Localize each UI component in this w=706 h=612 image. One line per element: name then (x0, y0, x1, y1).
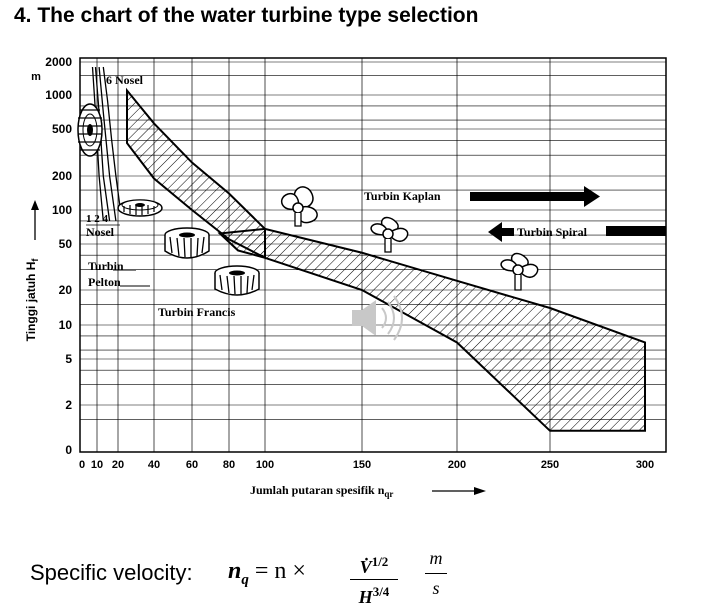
chart-annotations: 6 Nosel 1 2 4 Nosel Turbin Pelton Turbin… (86, 73, 588, 319)
formula-lhs: nq = n × (228, 558, 306, 588)
x-tick-label: 200 (448, 459, 466, 471)
kaplan-propeller-icon (500, 252, 539, 291)
x-tick-label: 40 (148, 459, 160, 471)
nozzle-line-1 (94, 66, 111, 222)
y-axis-unit: m (31, 71, 41, 83)
y-tick-label: 5 (65, 352, 72, 366)
x-tick-label: 80 (223, 459, 235, 471)
kaplan-propeller-icon (370, 216, 409, 253)
annotation-nosel: Nosel (86, 225, 115, 239)
francis-runner-icon (164, 227, 210, 259)
y-tick-label: 10 (59, 318, 73, 332)
formula-label: Specific velocity: (30, 560, 193, 585)
annotation-turbin-francis: Turbin Francis (158, 305, 236, 319)
speaker-icon[interactable] (352, 295, 403, 341)
formula-denominator-exp: 3/4 (372, 584, 390, 599)
annotation-pelton: Pelton (88, 275, 121, 289)
y-tick-label: 2 (65, 398, 72, 412)
y-axis-label: Tinggi jatuh Hf (24, 258, 40, 342)
y-tick-label: 20 (59, 283, 73, 297)
y-tick-label: 100 (52, 203, 72, 217)
y-tick-label: 500 (52, 122, 72, 136)
x-tick-label: 100 (256, 459, 274, 471)
nozzle-line-3 (102, 66, 121, 206)
x-axis-arrowhead (474, 487, 486, 495)
x-tick-label: 60 (186, 459, 198, 471)
x-tick-label: 10 (91, 459, 103, 471)
specific-velocity-formula: Specific velocity: nq = n × V̇1/2 H3/4 m… (30, 540, 490, 608)
x-axis-ticks: 0 10 20 40 60 80 100 150 200 250 300 (79, 459, 654, 471)
page-title: 4. The chart of the water turbine type s… (14, 4, 479, 27)
formula-numerator-exp: 1/2 (371, 554, 389, 569)
francis-runner-icon (214, 265, 260, 296)
x-axis-label: Jumlah putaran spesifik nqr (250, 483, 393, 499)
annotation-turbin-spiral: Turbin Spiral (517, 225, 588, 239)
formula-unit: m s (425, 548, 447, 599)
pelton-nozzle-lines (91, 66, 121, 222)
formula-denominator: H (358, 587, 373, 607)
x-tick-label: 150 (353, 459, 371, 471)
y-tick-label: 200 (52, 169, 72, 183)
formula-fraction: V̇1/2 H3/4 (350, 540, 398, 607)
x-tick-label: 20 (112, 459, 124, 471)
x-tick-label: 300 (636, 459, 654, 471)
annotation-turbin: Turbin (88, 259, 124, 273)
x-tick-label: 0 (79, 459, 85, 471)
formula-equals: = n × (254, 558, 306, 584)
nozzle-line-2 (98, 66, 117, 222)
annotation-6-nosel: 6 Nosel (106, 73, 144, 87)
annotation-1-2-4: 1 2 4 (86, 213, 109, 225)
region-turbin-kaplan (217, 227, 646, 432)
y-axis-arrowhead (31, 200, 39, 210)
pelton-runner-icon (77, 103, 103, 157)
formula-numerator: V̇ (359, 557, 372, 577)
plot-frame (79, 57, 667, 453)
y-tick-label: 50 (59, 237, 73, 251)
spiral-arrow (488, 222, 666, 242)
x-tick-label: 250 (541, 459, 559, 471)
y-tick-label: 0 (65, 443, 72, 457)
pelton-runner-icon (117, 199, 163, 217)
turbine-regions (126, 87, 646, 432)
kaplan-propeller-icon (280, 186, 318, 227)
y-tick-label: 2000 (45, 55, 72, 69)
kaplan-arrow (470, 186, 600, 207)
annotation-turbin-kaplan: Turbin Kaplan (364, 189, 441, 203)
y-tick-label: 1000 (45, 88, 72, 102)
